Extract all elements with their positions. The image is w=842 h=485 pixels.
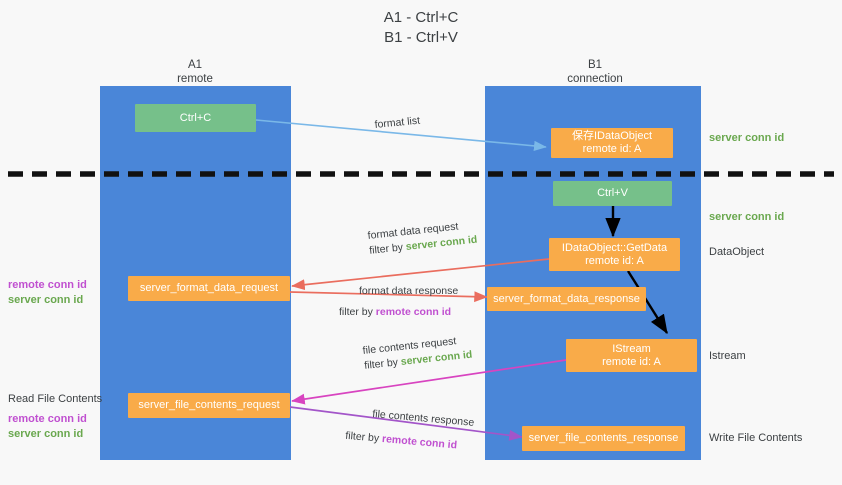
node-ctrl-c[interactable]: Ctrl+C [135, 104, 256, 132]
left-remote-conn-id-bottom: remote conn id [8, 413, 87, 425]
lane-b1-sub: connection [567, 73, 623, 85]
right-label-server-conn-id-top: server conn id [709, 132, 785, 144]
edge-label-format-list-text: format list [374, 114, 421, 131]
edge-label-file-contents-request: file contents request filter by server c… [362, 333, 473, 374]
edge-label-file-contents-response-line1: file contents response [371, 407, 475, 429]
left-server-conn-id-top: server conn id [8, 294, 84, 306]
left-label-read-file-contents: Read File Contents [8, 393, 103, 405]
node-getdata-line2: remote id: A [585, 254, 644, 267]
node-server-file-contents-request[interactable]: server_file_contents_request [128, 393, 290, 418]
node-getdata-line1: IDataObject::GetData [561, 241, 668, 254]
remote-conn-id-keyword: remote conn id [375, 306, 452, 318]
left-server-conn-id-bottom: server conn id [8, 428, 84, 440]
node-ctrl-c-label: Ctrl+C [179, 111, 212, 124]
node-ctrl-v[interactable]: Ctrl+V [553, 181, 672, 206]
node-save-dataobject-line1: 保存IDataObject [571, 130, 653, 142]
title-line-1: A1 - Ctrl+C [383, 9, 459, 26]
node-server-format-data-response-label: server_format_data_response [493, 292, 640, 305]
diagram-title: A1 - Ctrl+C B1 - Ctrl+V [0, 8, 842, 48]
right-label-server-conn-id-mid: server conn id [709, 211, 785, 223]
title-line-2: B1 - Ctrl+V [384, 29, 458, 46]
node-save-dataobject-line2: remote id: A [582, 143, 642, 155]
edge-label-format-list: format list [374, 114, 421, 133]
node-server-file-contents-response[interactable]: server_file_contents_response [522, 426, 685, 451]
node-server-format-data-request-label: server_format_data_request [139, 282, 279, 294]
node-server-file-contents-request-label: server_file_contents_request [138, 399, 280, 411]
node-save-dataobject[interactable]: 保存IDataObject remote id: A [551, 128, 673, 158]
node-server-format-data-request[interactable]: server_format_data_request [128, 276, 290, 301]
edge-label-format-data-response-line2: filter by remote conn id [339, 305, 458, 320]
filter-prefix: filter by [368, 241, 407, 257]
left-label-conn-pair-bottom: remote conn id server conn id [8, 412, 87, 442]
filter-prefix: filter by [339, 306, 376, 318]
node-istream[interactable]: IStream remote id: A [566, 339, 697, 372]
lane-a1-sub: remote [177, 73, 213, 85]
right-label-istream: Istream [709, 350, 746, 362]
filter-prefix: filter by [344, 429, 383, 445]
node-getdata[interactable]: IDataObject::GetData remote id: A [549, 238, 680, 271]
remote-conn-id-keyword: remote conn id [381, 432, 458, 452]
right-label-write-file-contents: Write File Contents [709, 432, 803, 444]
edge-label-file-contents-response-line2: filter by remote conn id [345, 429, 473, 455]
left-label-conn-pair-top: remote conn id server conn id [8, 278, 87, 308]
lane-header-a1: A1 remote [130, 58, 260, 86]
node-server-file-contents-response-label: server_file_contents_response [528, 432, 679, 444]
left-remote-conn-id-top: remote conn id [8, 279, 87, 291]
node-ctrl-v-label: Ctrl+V [597, 187, 628, 199]
lane-b1-name: B1 [587, 59, 603, 71]
edge-label-format-data-response-line1: format data response [359, 285, 459, 297]
right-label-data-object: DataObject [709, 246, 765, 258]
node-istream-line1: IStream [612, 342, 651, 355]
filter-prefix: filter by [363, 356, 402, 372]
node-server-format-data-response[interactable]: server_format_data_response [487, 287, 646, 311]
lane-header-b1: B1 connection [530, 58, 660, 86]
edge-label-file-contents-response: file contents response filter by remote … [345, 407, 475, 455]
node-istream-line2: remote id: A [602, 355, 661, 368]
edge-label-format-data-request: format data request filter by server con… [367, 218, 478, 259]
lane-a1-name: A1 [187, 59, 203, 71]
edge-label-format-data-response: format data response filter by remote co… [339, 284, 459, 320]
